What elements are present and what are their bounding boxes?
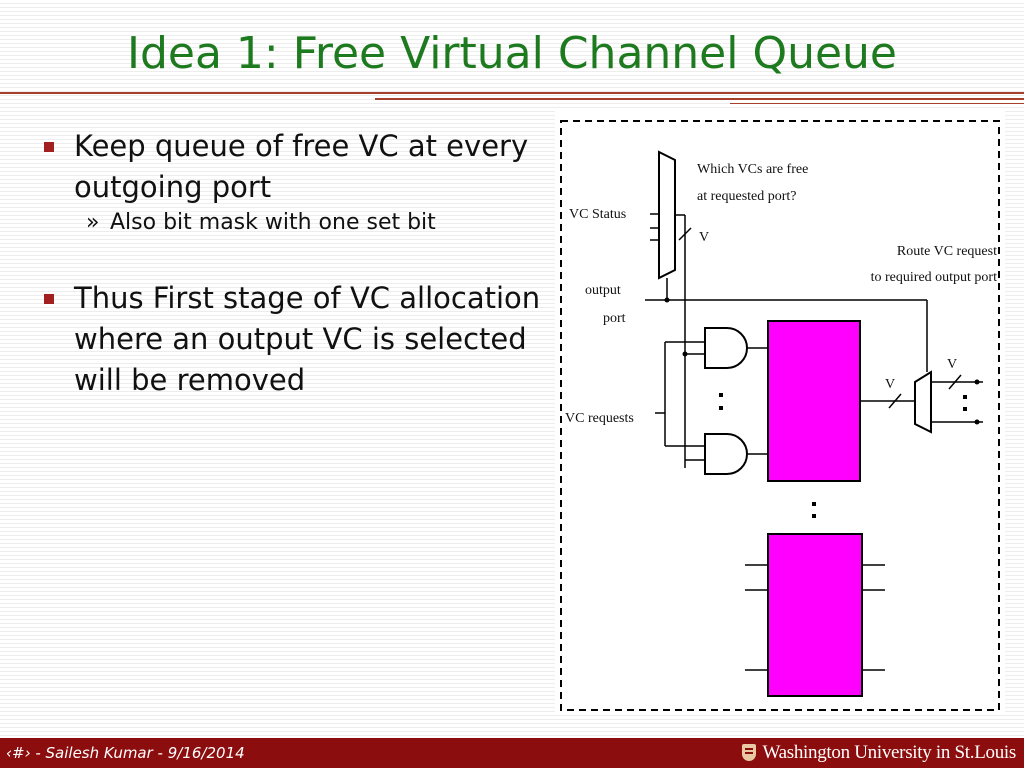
bus-slash <box>948 374 962 390</box>
title-rule-3 <box>730 103 1024 104</box>
ellipsis-dot <box>812 514 816 518</box>
arrow-head <box>974 419 980 425</box>
vc-status-mux <box>658 150 676 280</box>
output-demux <box>914 370 932 434</box>
route-label: to required output port <box>871 270 997 285</box>
title-rule <box>0 92 1024 94</box>
bullet-list: Keep queue of free VC at every outgoing … <box>40 126 555 401</box>
square-bullet-icon <box>44 294 54 304</box>
arbiter-block <box>767 320 861 482</box>
bus-slash <box>888 393 902 409</box>
bullet-text: Thus First stage of VC allocation where … <box>74 281 541 397</box>
ellipsis-dot <box>963 407 967 411</box>
chevron-bullet-icon: » <box>86 210 100 235</box>
ellipsis-dot <box>812 502 816 506</box>
slide-title: Idea 1: Free Virtual Channel Queue <box>126 28 898 79</box>
junction-dot <box>664 297 670 303</box>
sub-bullet-item: » Also bit mask with one set bit <box>40 208 555 238</box>
vc-requests-label: VC requests <box>565 411 634 426</box>
university-logo-text: Washington University in St.Louis <box>762 742 1016 763</box>
footer-credit: ‹#› - Sailesh Kumar - 9/16/2014 <box>6 744 245 762</box>
question-label: Which VCs are free <box>697 162 808 177</box>
vc-allocator-diagram: Which VCs are free at requested port? VC… <box>555 110 1005 714</box>
and-gate <box>704 433 748 475</box>
junction-dot <box>682 351 688 357</box>
v-label: V <box>699 230 709 245</box>
v-label: V <box>885 377 895 392</box>
output-port-label: output <box>585 283 621 298</box>
footer-bar: ‹#› - Sailesh Kumar - 9/16/2014 Washingt… <box>0 738 1024 768</box>
square-bullet-icon <box>44 142 54 152</box>
bullet-text: Keep queue of free VC at every outgoing … <box>74 129 529 204</box>
bullet-item: Keep queue of free VC at every outgoing … <box>40 126 555 208</box>
bus-slash <box>678 227 692 241</box>
sub-bullet-text: Also bit mask with one set bit <box>110 210 436 235</box>
and-gate <box>704 327 748 369</box>
dashed-border <box>560 120 1000 711</box>
v-label: V <box>947 357 957 372</box>
vc-status-label: VC Status <box>569 207 626 222</box>
title-rule-2 <box>375 98 1024 100</box>
diagram-svg: Which VCs are free at requested port? VC… <box>560 120 1000 711</box>
question-label: at requested port? <box>697 189 797 204</box>
route-label: Route VC request <box>897 244 997 259</box>
output-port-label: port <box>603 311 626 326</box>
arrow-head <box>974 379 980 385</box>
university-crest-icon <box>742 744 756 761</box>
bullet-item: Thus First stage of VC allocation where … <box>40 278 555 401</box>
ellipsis-dot <box>719 393 723 397</box>
arbiter-block <box>767 533 863 697</box>
ellipsis-dot <box>719 406 723 410</box>
ellipsis-dot <box>963 395 967 399</box>
